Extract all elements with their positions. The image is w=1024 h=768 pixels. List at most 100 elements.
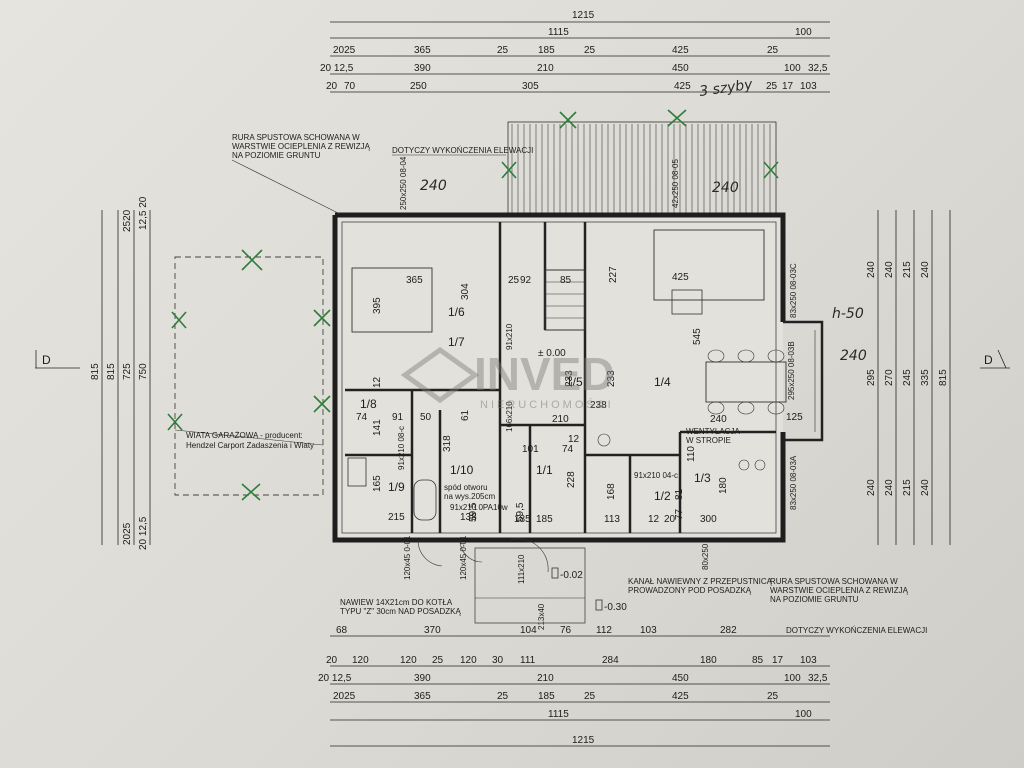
entrance-steps — [417, 538, 586, 624]
svg-text:282: 282 — [720, 625, 737, 636]
svg-text:335: 335 — [920, 369, 931, 386]
svg-text:12: 12 — [568, 434, 580, 445]
handwritten-note: 240 — [840, 348, 867, 364]
inlet-note-1: NAWIEW 14X21cm DO KOTŁA — [340, 598, 453, 607]
svg-text:370: 370 — [424, 625, 441, 636]
room-1-7: 1/7 — [448, 335, 465, 349]
room-1-8: 1/8 — [360, 397, 377, 411]
svg-text:81: 81 — [674, 488, 685, 500]
top-dim: 70 — [344, 81, 356, 92]
svg-text:185: 185 — [536, 514, 553, 525]
bottom-dimensions: 68 370 104 76 112 103 282 20 120 120 25 … — [318, 625, 830, 747]
svg-text:20 12,5: 20 12,5 — [138, 516, 149, 550]
terrace — [507, 121, 777, 218]
green-mark — [241, 249, 263, 271]
svg-text:25: 25 — [584, 691, 596, 702]
svg-text:120x45 0-01: 120x45 0-01 — [403, 535, 412, 580]
svg-text:25: 25 — [432, 655, 444, 666]
svg-text:250x250 08-04: 250x250 08-04 — [399, 156, 408, 210]
svg-text:32,5: 32,5 — [808, 673, 828, 684]
svg-text:185: 185 — [538, 691, 555, 702]
top-dim: 1115 — [548, 27, 569, 38]
svg-text:240: 240 — [866, 479, 877, 496]
bed — [351, 267, 433, 333]
handwritten-note: 240 — [420, 178, 447, 194]
svg-text:68: 68 — [336, 625, 348, 636]
section-marker-right: D — [984, 353, 993, 367]
top-dim: 450 — [672, 63, 689, 74]
level-marker-1: -0.02 — [560, 570, 583, 581]
svg-text:91x210: 91x210 — [505, 323, 514, 350]
furniture — [347, 229, 787, 521]
svg-text:2025: 2025 — [122, 522, 133, 545]
svg-text:59,5: 59,5 — [515, 502, 526, 522]
watermark-logo-text: INVED — [474, 348, 615, 400]
carport: WIATA GARAŻOWA - producent: Hendzel Carp… — [174, 256, 324, 496]
svg-text:240: 240 — [920, 479, 931, 496]
svg-text:111x210: 111x210 — [517, 554, 526, 584]
room-1-3: 1/3 — [694, 471, 711, 485]
svg-text:240: 240 — [710, 414, 727, 425]
svg-text:227: 227 — [608, 266, 619, 283]
drain-pipe-note-3: NA POZIOMIE GRUNTU — [232, 151, 321, 160]
svg-text:20: 20 — [664, 514, 676, 525]
top-dim: 365 — [414, 45, 431, 56]
top-dim: 2025 — [333, 45, 356, 56]
room-1-2: 1/2 — [654, 489, 671, 503]
svg-text:180: 180 — [700, 655, 717, 666]
carport-label-1: WIATA GARAŻOWA - producent: — [186, 431, 303, 440]
svg-text:120: 120 — [400, 655, 417, 666]
svg-text:1115: 1115 — [548, 709, 569, 720]
top-dim: 250 — [410, 81, 427, 92]
opening-note-1: spód otworu — [444, 483, 488, 492]
svg-text:113: 113 — [604, 514, 620, 525]
svg-text:168: 168 — [606, 483, 617, 500]
svg-text:20: 20 — [326, 655, 338, 666]
svg-text:42x250 08-05: 42x250 08-05 — [671, 159, 680, 208]
top-dim: 103 — [800, 81, 817, 92]
svg-text:20 12,5: 20 12,5 — [318, 673, 352, 684]
svg-text:233: 233 — [564, 370, 575, 387]
svg-text:120: 120 — [352, 655, 369, 666]
top-dim: 425 — [674, 81, 691, 92]
svg-text:111: 111 — [520, 655, 536, 666]
room-1-9: 1/9 — [388, 480, 405, 494]
svg-text:91: 91 — [392, 412, 404, 423]
level-marker-2: -0.30 — [604, 602, 627, 613]
svg-text:91x210 04-c: 91x210 04-c — [634, 471, 678, 480]
top-dim: 210 — [537, 63, 554, 74]
svg-text:85: 85 — [560, 275, 572, 286]
svg-text:240: 240 — [884, 261, 895, 278]
svg-text:83x250 08-03C: 83x250 08-03C — [789, 263, 798, 318]
svg-text:240: 240 — [884, 479, 895, 496]
left-dimensions: 815 815 725 750 2025 20 12,5 2520 12,5 2… — [90, 196, 151, 550]
svg-text:100: 100 — [784, 673, 801, 684]
svg-text:74: 74 — [562, 444, 574, 455]
drain-pipe-note-1: RURA SPUSTOWA SCHOWANA W — [232, 133, 360, 142]
svg-text:815: 815 — [90, 363, 101, 380]
inlet-note-2: TYPU "Z" 30cm NAD POSADZKĄ — [340, 607, 461, 616]
room-labels: 1/6 1/7 1/8 1/9 1/10 1/1 1/5 1/4 1/3 1/2… — [360, 275, 711, 503]
svg-text:30: 30 — [492, 655, 504, 666]
svg-text:104: 104 — [520, 625, 537, 636]
svg-text:1215: 1215 — [572, 735, 595, 746]
duct-note-1: KANAŁ NAWIEWNY Z PRZEPUSTNICĄ — [628, 577, 773, 586]
svg-text:425: 425 — [672, 691, 689, 702]
svg-text:61: 61 — [460, 409, 471, 421]
drain-pipe-note-br-1: RURA SPUSTOWA SCHOWANA W — [770, 577, 898, 586]
svg-text:750: 750 — [138, 363, 149, 380]
svg-text:59,5: 59,5 — [468, 502, 479, 522]
room-1-4: 1/4 — [654, 375, 671, 389]
svg-text:390: 390 — [414, 673, 431, 684]
svg-text:80x250: 80x250 — [701, 543, 710, 570]
svg-text:120: 120 — [460, 655, 477, 666]
svg-text:270: 270 — [884, 369, 895, 386]
svg-text:545: 545 — [692, 328, 703, 345]
svg-text:815: 815 — [106, 363, 117, 380]
top-dim: 25 — [584, 45, 596, 56]
svg-text:450: 450 — [672, 673, 689, 684]
svg-text:240: 240 — [920, 261, 931, 278]
room-1-5: 1/5 — [566, 375, 583, 389]
carport-label-2: Hendzel Carport Zadaszenia i Wiaty — [186, 441, 314, 450]
